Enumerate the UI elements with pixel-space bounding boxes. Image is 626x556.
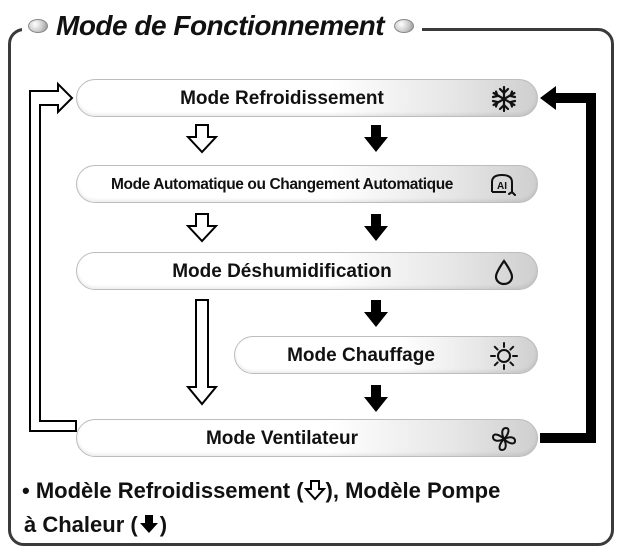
- title-bar: Mode de Fonctionnement: [22, 6, 423, 46]
- legend-line-2: à Chaleur (): [22, 508, 612, 542]
- legend-line-1: • Modèle Refroidissement ( ), Modèle Pomp…: [22, 474, 612, 508]
- hollow-arrow-2: [185, 213, 219, 243]
- ai-icon-text: AI: [497, 181, 507, 192]
- mode-label-dry: Mode Déshumidification: [172, 261, 392, 282]
- legend-bullet: •: [22, 478, 30, 503]
- mode-label-auto: Mode Automatique ou Changement Automatiq…: [111, 176, 453, 193]
- knob-right-icon: [394, 19, 415, 33]
- sun-icon: [490, 342, 518, 370]
- hollow-arrow-icon: [303, 480, 326, 501]
- legend-heat: à Chaleur (: [24, 512, 138, 537]
- legend: • Modèle Refroidissement ( ), Modèle Pomp…: [22, 474, 612, 542]
- solid-arrow-icon: [139, 515, 158, 533]
- cooling-loop-arrow: [29, 81, 77, 432]
- solid-arrow-4: [364, 385, 388, 412]
- mode-bar-cooling: Mode Refroidissement: [76, 79, 538, 117]
- solid-arrow-2: [364, 214, 388, 241]
- knob-left-icon: [28, 19, 48, 33]
- mode-label-heating: Mode Chauffage: [287, 345, 435, 366]
- mode-label-fan: Mode Ventilateur: [205, 428, 359, 449]
- legend-heatpump-model: ), Modèle Pompe: [325, 478, 501, 503]
- hollow-arrow-1: [185, 124, 219, 154]
- heatpump-loop-arrow: [540, 86, 596, 443]
- mode-bar-auto: Mode Automatique ou Changement Automatiq…: [76, 165, 538, 203]
- snowflake-icon: [491, 85, 517, 113]
- legend-close: ): [159, 512, 168, 537]
- mode-bar-heating: Mode Chauffage: [234, 336, 538, 374]
- fan-icon: [491, 426, 517, 452]
- mode-label-cooling: Mode Refroidissement: [180, 88, 384, 109]
- solid-arrow-1: [364, 125, 388, 152]
- mode-bar-fan: Mode Ventilateur: [76, 419, 538, 457]
- solid-arrow-3: [364, 300, 388, 327]
- page-title: Mode de Fonctionnement: [56, 10, 385, 41]
- hollow-arrow-long: [185, 299, 219, 406]
- ai-auto-icon: AI: [491, 173, 516, 196]
- legend-cooling-model: Modèle Refroidissement (: [35, 478, 304, 503]
- mode-bar-dry: Mode Déshumidification: [76, 252, 538, 290]
- water-drop-icon: [494, 259, 514, 286]
